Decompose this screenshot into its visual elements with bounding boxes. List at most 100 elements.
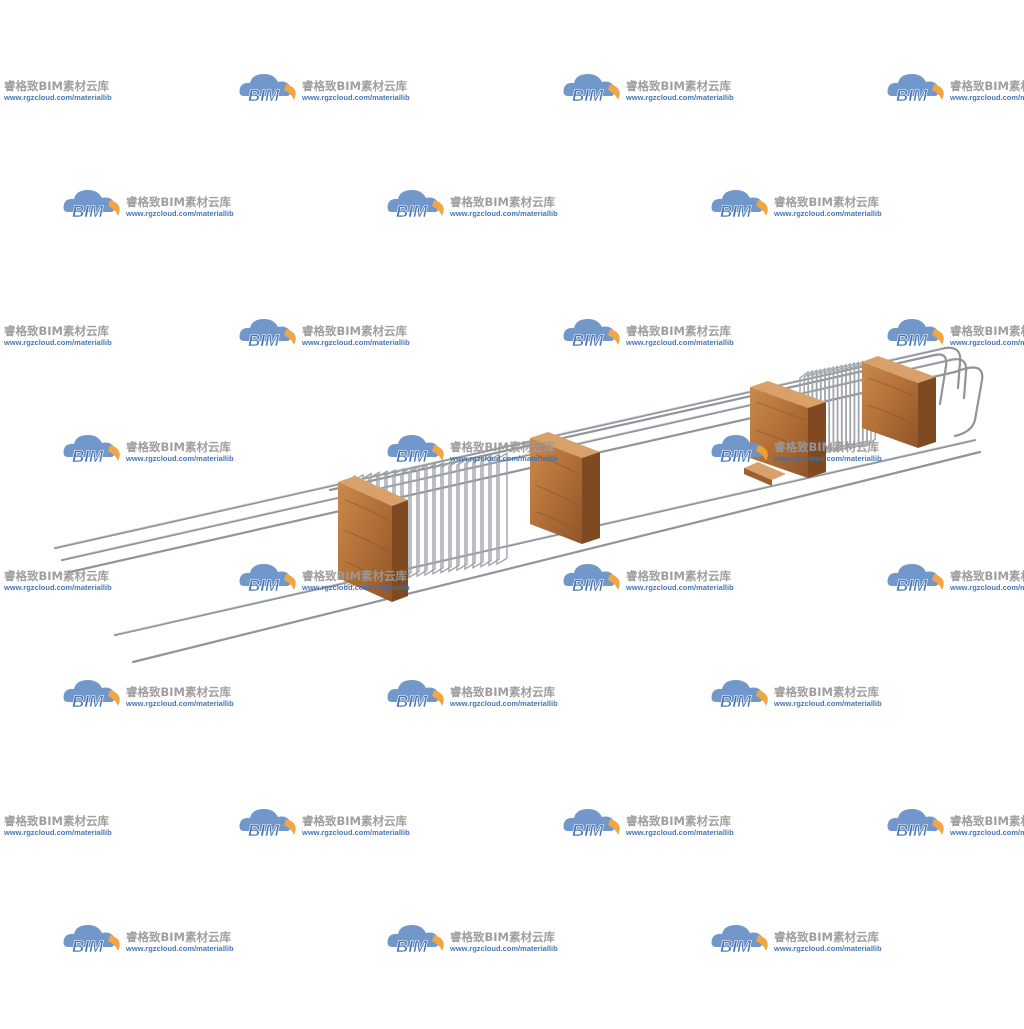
wood-spacer-3: [750, 381, 826, 478]
watermark-tile: BIM睿格致BIM素材云库www.rgzcloud.com/materialli…: [0, 564, 112, 595]
watermark-title: 睿格致BIM素材云库: [450, 930, 555, 944]
watermark-title: 睿格致BIM素材云库: [126, 195, 231, 209]
watermark-url: www.rgzcloud.com/materiallib: [125, 454, 234, 463]
logo-text: BIM: [572, 576, 604, 595]
watermark-title: 睿格致BIM素材云库: [774, 685, 879, 699]
watermark-title: 睿格致BIM素材云库: [302, 79, 407, 93]
watermark-url: www.rgzcloud.com/materiallib: [773, 454, 882, 463]
watermark-url: www.rgzcloud.com/materiallib: [125, 699, 234, 708]
watermark-url: www.rgzcloud.com/materiallib: [301, 583, 410, 592]
watermark-title: 睿格致BIM素材云库: [774, 440, 879, 454]
watermark-tile: BIM 睿格致BIM素材云库www.rgzcloud.com/materialli…: [888, 809, 1024, 840]
watermark-url: www.rgzcloud.com/materiallib: [625, 583, 734, 592]
watermark-tile: BIM 睿格致BIM素材云库www.rgzcloud.com/materialli…: [64, 435, 235, 466]
watermark-tile: BIM睿格致BIM素材云库www.rgzcloud.com/materialli…: [0, 809, 112, 840]
watermark-title: 睿格致BIM素材云库: [4, 814, 109, 828]
logo-text: BIM: [896, 821, 928, 840]
logo-text: BIM: [72, 692, 104, 711]
watermark-tile: BIM 睿格致BIM素材云库www.rgzcloud.com/materialli…: [888, 319, 1024, 350]
watermark-url: www.rgzcloud.com/materiallib: [125, 944, 234, 953]
logo-text: BIM: [896, 331, 928, 350]
watermark-url: www.rgzcloud.com/materiallib: [773, 699, 882, 708]
watermark-tile: BIM 睿格致BIM素材云库www.rgzcloud.com/materialli…: [564, 74, 735, 105]
watermark-url: www.rgzcloud.com/materiallib: [3, 583, 112, 592]
wood-spacer-4: [862, 356, 936, 448]
watermark-title: 睿格致BIM素材云库: [450, 195, 555, 209]
logo-text: BIM: [396, 937, 428, 956]
watermark-tile: BIM 睿格致BIM素材云库www.rgzcloud.com/materialli…: [388, 435, 559, 466]
logo-text: BIM: [720, 692, 752, 711]
logo-text: BIM: [720, 937, 752, 956]
watermark-tile: BIM 睿格致BIM素材云库www.rgzcloud.com/materialli…: [240, 319, 411, 350]
watermark-url: www.rgzcloud.com/materiallib: [3, 828, 112, 837]
watermark-tile: BIM睿格致BIM素材云库www.rgzcloud.com/materialli…: [0, 319, 112, 350]
watermark-url: www.rgzcloud.com/materiallib: [949, 828, 1024, 837]
watermark-title: 睿格致BIM素材云库: [626, 569, 731, 583]
watermark-url: www.rgzcloud.com/materiallib: [949, 583, 1024, 592]
watermark-title: 睿格致BIM素材云库: [450, 685, 555, 699]
logo-text: BIM: [396, 447, 428, 466]
watermark-layer: BIM睿格致BIM素材云库www.rgzcloud.com/materialli…: [0, 74, 1024, 956]
watermark-tile: BIM 睿格致BIM素材云库www.rgzcloud.com/materialli…: [388, 190, 559, 221]
watermark-title: 睿格致BIM素材云库: [774, 195, 879, 209]
watermark-title: 睿格致BIM素材云库: [126, 930, 231, 944]
watermark-url: www.rgzcloud.com/materiallib: [773, 209, 882, 218]
watermark-url: www.rgzcloud.com/materiallib: [449, 699, 558, 708]
watermark-title: 睿格致BIM素材云库: [950, 814, 1024, 828]
watermark-title: 睿格致BIM素材云库: [626, 79, 731, 93]
watermark-tile: BIM 睿格致BIM素材云库www.rgzcloud.com/materialli…: [64, 925, 235, 956]
watermark-title: 睿格致BIM素材云库: [302, 814, 407, 828]
watermark-tile: BIM 睿格致BIM素材云库www.rgzcloud.com/materialli…: [240, 564, 411, 595]
watermark-url: www.rgzcloud.com/materiallib: [449, 209, 558, 218]
watermark-tile: BIM睿格致BIM素材云库www.rgzcloud.com/materialli…: [888, 74, 1024, 105]
logo-text: BIM: [396, 202, 428, 221]
watermark-title: 睿格致BIM素材云库: [950, 324, 1024, 338]
logo-text: BIM: [248, 576, 280, 595]
watermark-title: 睿格致BIM素材云库: [950, 79, 1024, 93]
watermark-tile: BIM 睿格致BIM素材云库www.rgzcloud.com/materialli…: [712, 680, 883, 711]
logo-text: BIM: [396, 692, 428, 711]
logo-text: BIM: [248, 86, 280, 105]
watermark-url: www.rgzcloud.com/materiallib: [125, 209, 234, 218]
watermark-tile: BIM 睿格致BIM素材云库www.rgzcloud.com/materialli…: [712, 190, 883, 221]
watermark-title: 睿格致BIM素材云库: [950, 569, 1024, 583]
watermark-title: 睿格致BIM素材云库: [126, 440, 231, 454]
watermark-title: 睿格致BIM素材云库: [626, 324, 731, 338]
logo-text: BIM: [248, 821, 280, 840]
watermark-tile: BIM 睿格致BIM素材云库www.rgzcloud.com/materialli…: [564, 564, 735, 595]
watermark-url: www.rgzcloud.com/materiallib: [3, 338, 112, 347]
logo-text: BIM: [572, 821, 604, 840]
watermark-url: www.rgzcloud.com/materiallib: [625, 93, 734, 102]
logo-text: BIM: [720, 202, 752, 221]
watermark-url: www.rgzcloud.com/materiallib: [301, 338, 410, 347]
watermark-title: 睿格致BIM素材云库: [302, 569, 407, 583]
logo-text: BIM: [72, 447, 104, 466]
logo-text: BIM: [248, 331, 280, 350]
watermark-tile: BIM睿格致BIM素材云库www.rgzcloud.com/materialli…: [888, 564, 1024, 595]
logo-text: BIM: [72, 202, 104, 221]
logo-text: BIM: [572, 86, 604, 105]
watermark-title: 睿格致BIM素材云库: [4, 324, 109, 338]
watermark-title: 睿格致BIM素材云库: [4, 569, 109, 583]
watermark-title: 睿格致BIM素材云库: [4, 79, 109, 93]
watermark-tile: BIM 睿格致BIM素材云库www.rgzcloud.com/materialli…: [240, 809, 411, 840]
logo-text: BIM: [572, 331, 604, 350]
watermark-title: 睿格致BIM素材云库: [302, 324, 407, 338]
logo-text: BIM: [720, 447, 752, 466]
watermark-tile: BIM睿格致BIM素材云库www.rgzcloud.com/materialli…: [0, 74, 112, 105]
watermark-url: www.rgzcloud.com/materiallib: [949, 93, 1024, 102]
watermark-title: 睿格致BIM素材云库: [450, 440, 555, 454]
logo-text: BIM: [72, 937, 104, 956]
watermark-title: 睿格致BIM素材云库: [774, 930, 879, 944]
watermark-url: www.rgzcloud.com/materiallib: [449, 454, 558, 463]
watermark-url: www.rgzcloud.com/materiallib: [301, 828, 410, 837]
watermark-url: www.rgzcloud.com/materiallib: [949, 338, 1024, 347]
watermark-tile: BIM 睿格致BIM素材云库www.rgzcloud.com/materialli…: [388, 680, 559, 711]
watermark-url: www.rgzcloud.com/materiallib: [625, 828, 734, 837]
watermark-tile: BIM 睿格致BIM素材云库www.rgzcloud.com/materialli…: [64, 190, 235, 221]
